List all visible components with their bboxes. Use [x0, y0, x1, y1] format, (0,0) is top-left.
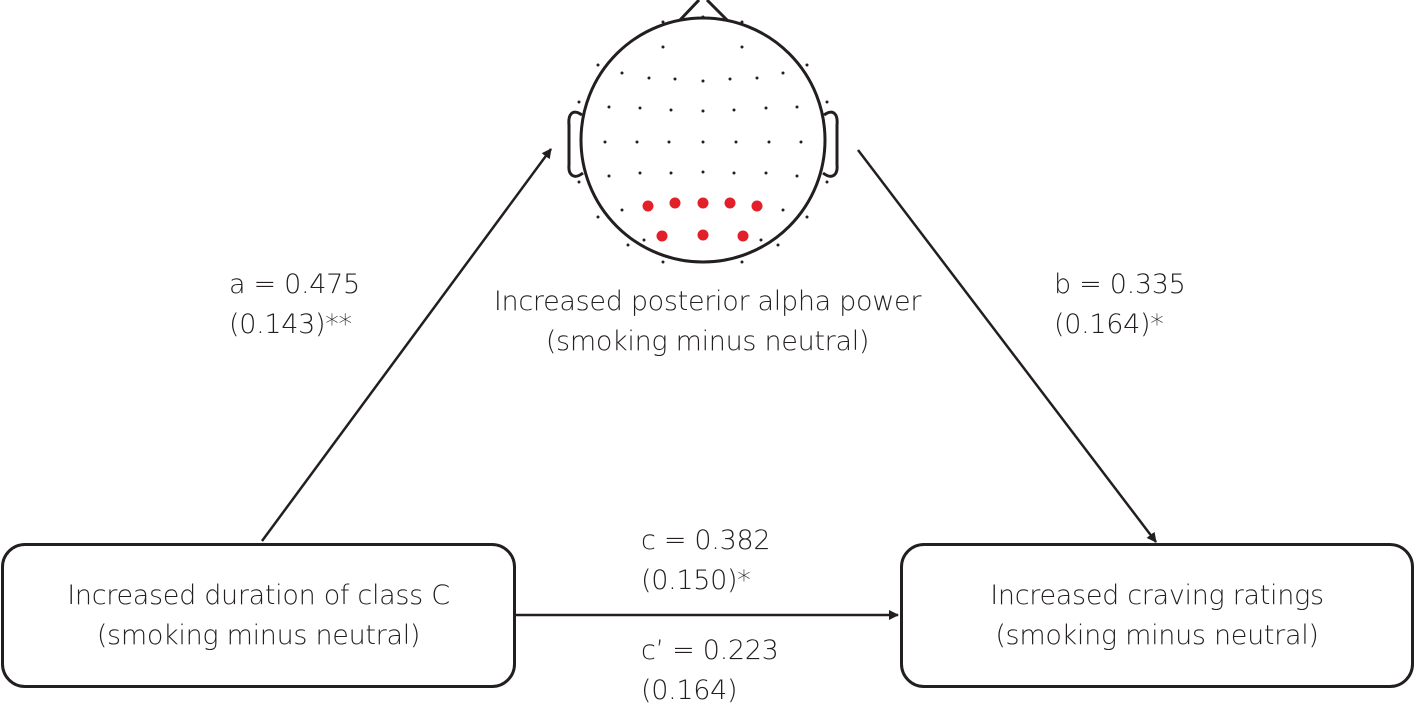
highlighted-electrode	[697, 197, 709, 209]
electrode	[701, 140, 705, 144]
left-ear	[567, 110, 584, 178]
electrode	[607, 174, 611, 178]
path-c-prime-se: (0.164)	[641, 675, 738, 706]
electrode	[799, 140, 803, 144]
electrode	[740, 260, 744, 264]
path-a-label: a = 0.475 (0.143)**	[229, 265, 360, 345]
electrode	[603, 140, 607, 144]
outcome-label: Increased craving ratings (smoking minus…	[903, 576, 1411, 656]
electrode	[701, 109, 705, 113]
nose	[678, 0, 729, 22]
highlighted-electrode	[669, 197, 681, 209]
electrode	[577, 100, 581, 104]
predictor-line1: Increased duration of class C	[67, 580, 450, 611]
path-b-arrow	[857, 149, 1157, 543]
electrode	[596, 215, 600, 219]
electrode	[781, 71, 785, 75]
electrode	[635, 140, 639, 144]
electrode	[620, 71, 624, 75]
electrode	[607, 105, 611, 109]
electrode	[732, 171, 736, 175]
electrode	[740, 20, 744, 24]
path-c-prime-coef: c’ = 0.223	[641, 635, 779, 666]
electrode	[642, 238, 646, 242]
right-ear	[822, 110, 839, 178]
electrode	[764, 106, 768, 110]
electrode	[734, 140, 738, 144]
electrode	[669, 108, 673, 112]
path-c-se: (0.150)*	[641, 565, 751, 596]
electrode	[638, 171, 642, 175]
electrode	[669, 171, 673, 175]
path-a-arrow	[260, 148, 553, 542]
path-b-se: (0.164)*	[1054, 309, 1164, 340]
electrode	[701, 15, 705, 19]
electrode	[805, 215, 809, 219]
path-c-coef: c = 0.382	[641, 525, 771, 556]
outcome-box: Increased craving ratings (smoking minus…	[900, 543, 1414, 688]
path-c-label: c = 0.382 (0.150)*	[641, 521, 771, 601]
electrode	[795, 105, 799, 109]
path-a-coef: a = 0.475	[229, 269, 360, 300]
predictor-line2: (smoking minus neutral)	[96, 620, 421, 651]
mediator-line2: (smoking minus neutral)	[545, 326, 870, 357]
highlighted-electrode	[642, 200, 654, 212]
electrode	[638, 106, 642, 110]
electrode	[661, 260, 665, 264]
electrode	[701, 79, 705, 83]
electrode	[577, 180, 581, 184]
mediator-label: Increased posterior alpha power (smoking…	[430, 282, 985, 362]
path-a-se: (0.143)**	[229, 309, 352, 340]
electrode	[667, 140, 671, 144]
path-b-coef: b = 0.335	[1054, 269, 1186, 300]
electrode	[776, 243, 780, 247]
electrode	[759, 238, 763, 242]
electrode	[596, 63, 600, 67]
electrode	[701, 170, 705, 174]
path-b-label: b = 0.335 (0.164)*	[1054, 265, 1186, 345]
electrode	[740, 45, 744, 49]
electrode	[767, 140, 771, 144]
predictor-label: Increased duration of class C (smoking m…	[4, 576, 513, 656]
predictor-box: Increased duration of class C (smoking m…	[1, 543, 516, 688]
head-topomap-icon	[567, 0, 839, 264]
electrode	[673, 77, 677, 81]
electrode	[825, 100, 829, 104]
path-c-prime-label: c’ = 0.223 (0.164)	[641, 631, 779, 711]
electrode	[647, 76, 651, 80]
highlighted-electrode	[737, 230, 749, 242]
electrode	[805, 63, 809, 67]
highlighted-electrode	[656, 230, 668, 242]
electrode	[728, 77, 732, 81]
electrode	[755, 76, 759, 80]
mediator-line1: Increased posterior alpha power	[493, 286, 922, 317]
electrode	[795, 174, 799, 178]
outcome-line2: (smoking minus neutral)	[995, 620, 1319, 651]
electrode	[661, 45, 665, 49]
electrode	[661, 20, 665, 24]
electrode	[825, 180, 829, 184]
electrode	[764, 171, 768, 175]
highlighted-electrode	[697, 229, 709, 241]
head-outline	[579, 16, 827, 264]
highlighted-electrode	[751, 200, 763, 212]
electrode	[732, 108, 736, 112]
highlighted-electrode	[724, 197, 736, 209]
outcome-line1: Increased craving ratings	[990, 580, 1324, 611]
electrode	[620, 208, 624, 212]
electrode	[626, 243, 630, 247]
electrode	[781, 208, 785, 212]
